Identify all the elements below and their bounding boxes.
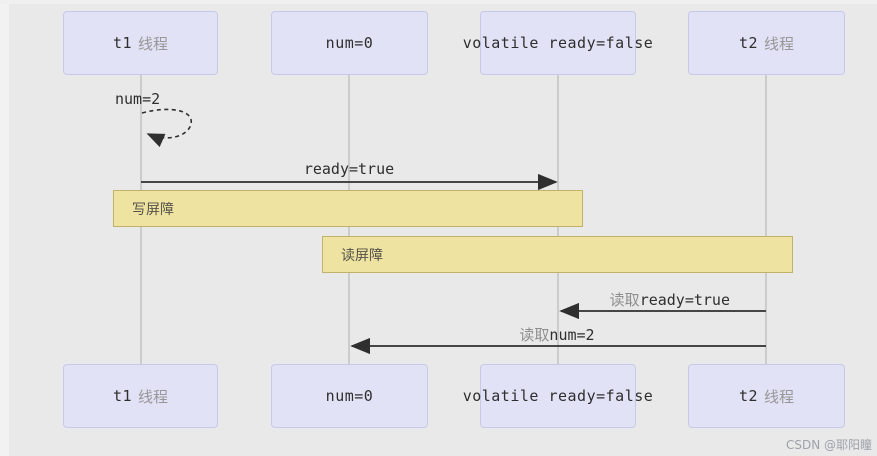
participant-top-t1: t1 线程 (63, 11, 218, 75)
label-read-num-prefix: 读取 (519, 326, 550, 344)
csdn-watermark: CSDN @耶阳瞳 (785, 438, 872, 452)
label-self-assign-text: num=2 (115, 90, 161, 108)
participant-label-cjk: 线程 (138, 387, 169, 406)
participant-top-volatile: volatile ready=false (463, 11, 653, 75)
participant-bottom-t2: t2 线程 (688, 364, 845, 428)
participant-label-cjk: 线程 (764, 34, 795, 53)
participant-bottom-volatile: volatile ready=false (463, 364, 653, 428)
participant-label-code: t2 (738, 34, 759, 52)
label-self-assign: num=2 (115, 90, 160, 108)
participant-label-code: volatile ready=false (462, 387, 654, 405)
label-read-num-text: num=2 (549, 326, 595, 344)
participant-label-code: num=0 (325, 34, 374, 52)
self-loop-arrow (141, 108, 192, 148)
label-read-ready-text: ready=true (639, 291, 730, 309)
label-write-ready-text: ready=true (303, 160, 395, 178)
participant-label-cjk: 线程 (138, 34, 169, 53)
participant-label-code: t2 (738, 387, 759, 405)
participant-label-code: t1 (112, 34, 133, 52)
participant-label-code: num=0 (325, 387, 374, 405)
participant-top-num: num=0 (271, 11, 428, 75)
participant-label-code: t1 (112, 387, 133, 405)
label-read-ready-prefix: 读取 (609, 291, 640, 309)
write-barrier-label: 写屏障 (132, 201, 174, 218)
label-read-ready: 读取ready=true (610, 289, 730, 310)
participant-top-t2: t2 线程 (688, 11, 845, 75)
participant-bottom-num: num=0 (271, 364, 428, 428)
read-barrier: 读屏障 (322, 236, 793, 273)
participant-bottom-t1: t1 线程 (63, 364, 218, 428)
label-read-num: 读取num=2 (519, 324, 594, 345)
frame-edge-top (0, 0, 877, 4)
participant-label-code: volatile ready=false (462, 34, 654, 52)
label-write-ready: ready=true (304, 160, 394, 178)
write-barrier: 写屏障 (113, 190, 583, 227)
frame-edge-left (0, 0, 9, 456)
read-barrier-label: 读屏障 (341, 247, 383, 264)
participant-label-cjk: 线程 (764, 387, 795, 406)
